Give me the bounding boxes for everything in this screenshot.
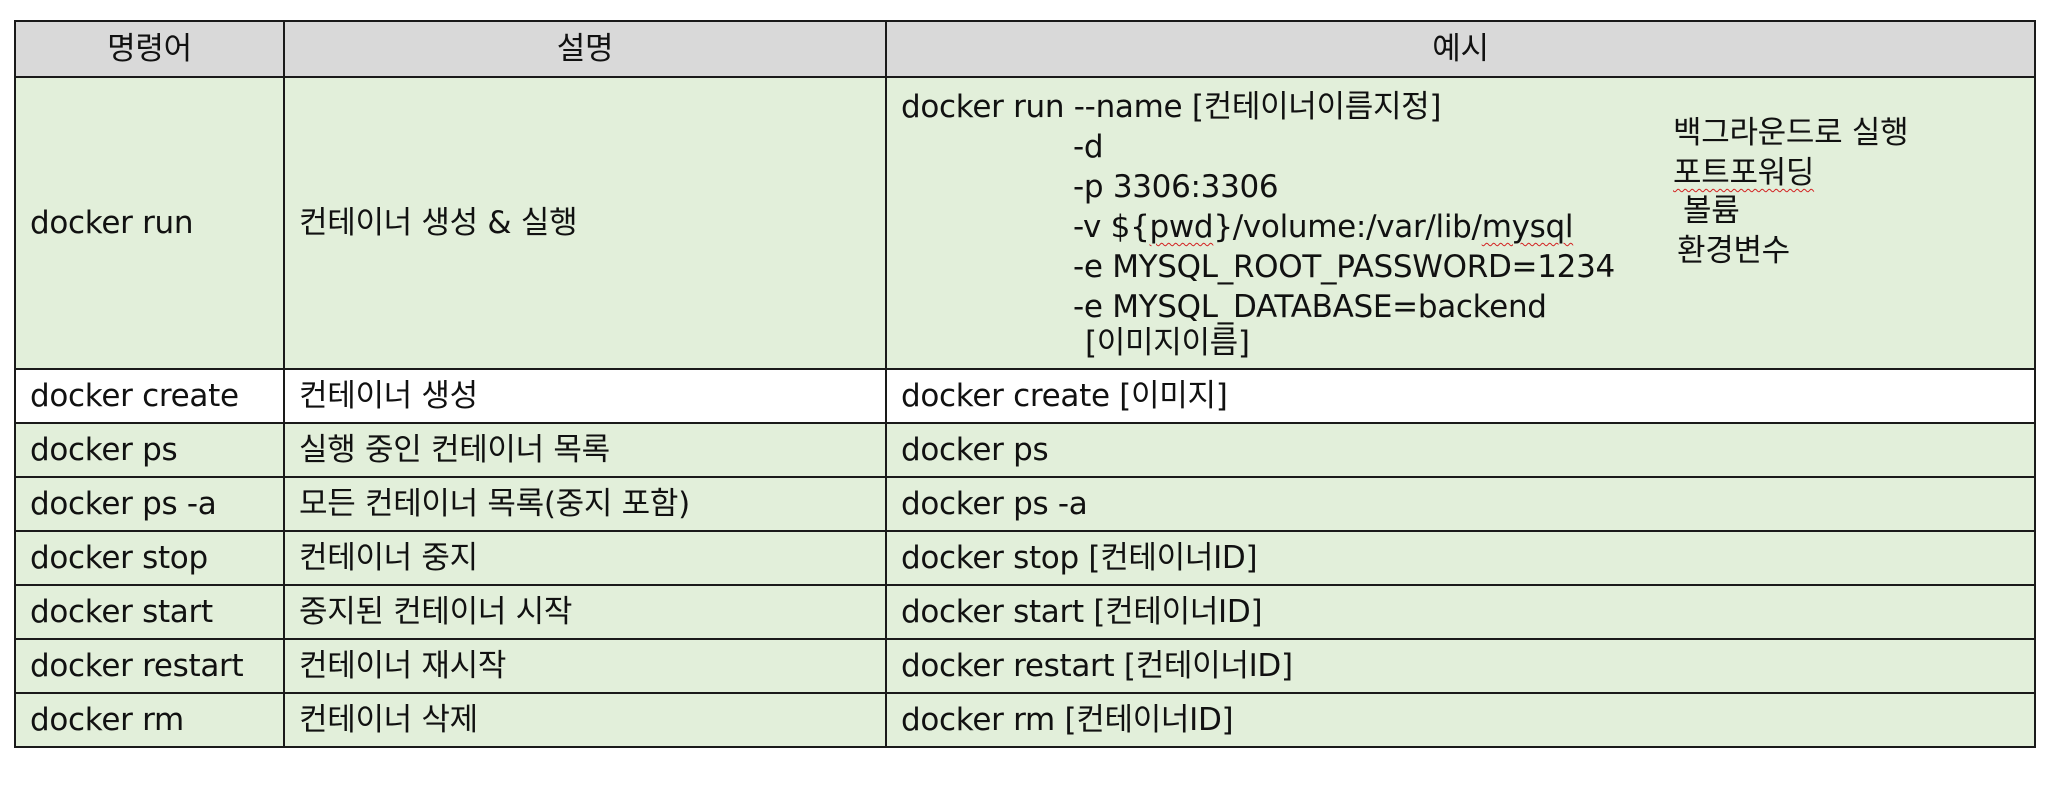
table-row-docker-run: docker run 컨테이너 생성 & 실행 docker run --nam… [14,76,2036,370]
description-cell: 모든 컨테이너 목록(중지 포함) [283,476,887,532]
example-line-volume: -v ${pwd}/volume:/var/lib/mysql [1073,209,1574,245]
description-cell: 컨테이너 재시작 [283,638,887,694]
example-line: docker run --name [컨테이너이름지정] [901,89,1442,125]
command-cell: docker create [14,368,285,424]
note-volume: 볼륨 [1683,193,1740,229]
example-cell: docker create [이미지] [885,368,2036,424]
header-example: 예시 [885,20,2036,78]
command-cell: docker start [14,584,285,640]
example-cell: docker ps [885,422,2036,478]
example-line: -d [1073,129,1104,165]
command-cell: docker ps -a [14,476,285,532]
example-cell: docker rm [컨테이너ID] [885,692,2036,748]
example-cell: docker start [컨테이너ID] [885,584,2036,640]
note-env: 환경변수 [1677,233,1790,269]
description-cell: 컨테이너 삭제 [283,692,887,748]
header-description: 설명 [283,20,887,78]
command-cell: docker run [14,76,285,370]
example-cell: docker ps -a [885,476,2036,532]
description-cell: 중지된 컨테이너 시작 [283,584,887,640]
command-cell: docker restart [14,638,285,694]
example-line: -p 3306:3306 [1073,169,1279,205]
description-cell: 실행 중인 컨테이너 목록 [283,422,887,478]
note-port-forwarding: 포트포워딩 [1673,155,1815,191]
example-cell: docker stop [컨테이너ID] [885,530,2036,586]
command-cell: docker ps [14,422,285,478]
description-cell: 컨테이너 중지 [283,530,887,586]
table-header-row: 명령어 설명 예시 [14,20,2036,78]
example-line: [이미지이름] [1085,325,1250,361]
example-cell: docker restart [컨테이너ID] [885,638,2036,694]
example-line: -e MYSQL_DATABASE=backend [1073,289,1547,325]
docker-run-example: docker run --name [컨테이너이름지정] -d -p 3306:… [901,89,2020,361]
description-cell: 컨테이너 생성 & 실행 [283,76,887,370]
command-cell: docker rm [14,692,285,748]
example-cell: docker run --name [컨테이너이름지정] -d -p 3306:… [885,76,2036,370]
example-line: -e MYSQL_ROOT_PASSWORD=1234 [1073,249,1615,285]
command-cell: docker stop [14,530,285,586]
note-background: 백그라운드로 실행 [1673,115,1909,151]
header-command: 명령어 [14,20,285,78]
docker-commands-table: 명령어 설명 예시 docker run 컨테이너 생성 & 실행 docker… [14,20,2036,748]
description-cell: 컨테이너 생성 [283,368,887,424]
